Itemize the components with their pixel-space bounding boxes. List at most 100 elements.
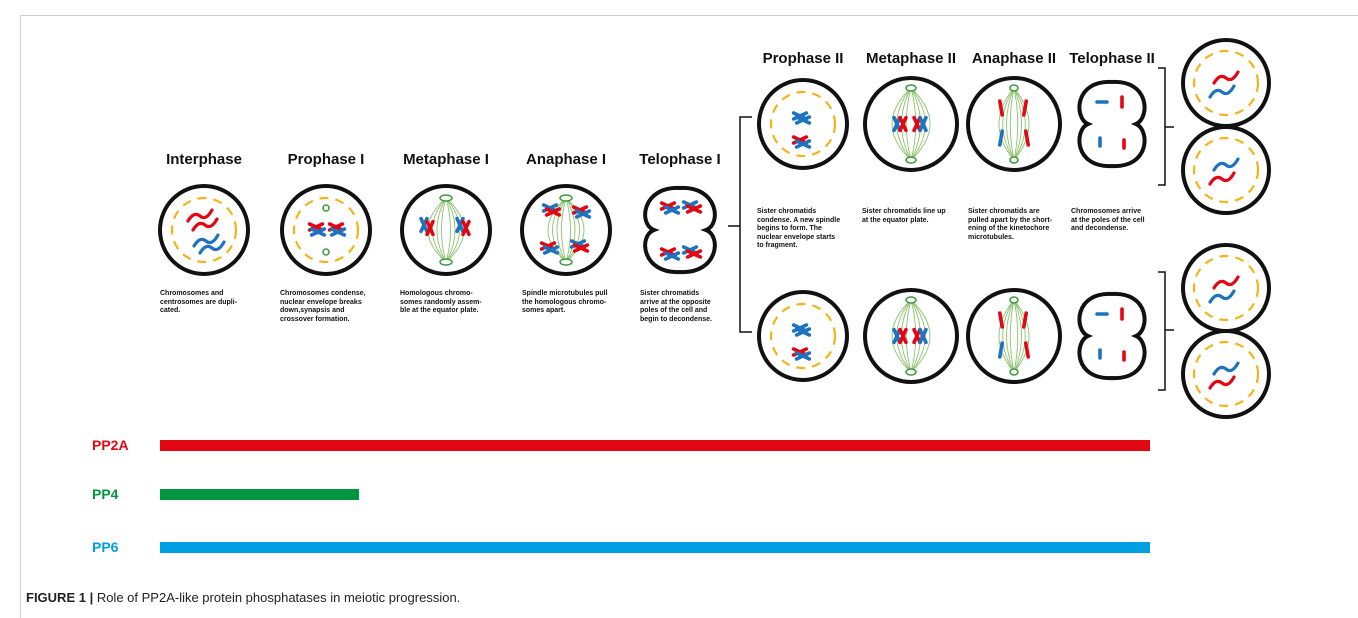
centrosome xyxy=(905,84,917,92)
red-chromosome xyxy=(1208,171,1236,186)
figure-frame xyxy=(20,15,1358,618)
spindle-fiber xyxy=(905,87,912,161)
desc-prophase-1: Chromosomes condense, nuclear envelope b… xyxy=(280,290,366,323)
cell-anaphase-2-top xyxy=(966,76,1062,172)
blue-chromosome xyxy=(1208,289,1236,304)
blue-chromosome xyxy=(892,115,902,133)
blue-chromosome xyxy=(309,227,327,237)
title-interphase: Interphase xyxy=(166,151,242,168)
cell-membrane xyxy=(863,288,959,384)
desc-telophase-2: Chromosomes arrive at the poles of the c… xyxy=(1071,208,1145,232)
red-chromosome xyxy=(659,247,677,257)
blue-chromosome xyxy=(663,205,681,215)
nuclear-envelope xyxy=(769,90,837,158)
red-chromosome xyxy=(1212,70,1240,85)
spindle-fiber xyxy=(905,299,912,373)
cell-membrane xyxy=(1181,38,1271,128)
desc-anaphase-1: Spindle microtubules pull the homologous… xyxy=(522,290,608,314)
spindle-fiber xyxy=(910,299,921,373)
red-chromosome xyxy=(1023,341,1031,359)
nuclear-envelope xyxy=(1192,49,1260,117)
spindle-fiber xyxy=(561,197,567,263)
spindle-fiber xyxy=(1006,299,1015,373)
figure-caption: FIGURE 1 | Role of PP2A-like protein pho… xyxy=(26,590,460,605)
spindle-fiber xyxy=(910,87,921,161)
spindle-fiber xyxy=(891,87,912,161)
nuclear-envelope xyxy=(292,196,360,264)
caption-text: Role of PP2A-like protein phosphatases i… xyxy=(93,590,461,605)
red-chromosome xyxy=(685,249,703,259)
spindle-fiber xyxy=(998,87,1015,161)
cell-telophase-1 xyxy=(643,185,717,275)
spindle-fiber xyxy=(998,299,1015,373)
red-chromosome xyxy=(191,217,219,232)
title-anaphase-2: Anaphase II xyxy=(971,50,1057,67)
cell-prophase-2-bottom xyxy=(757,290,849,382)
title-metaphase-1: Metaphase I xyxy=(403,151,489,168)
blue-chromosome xyxy=(574,209,592,219)
blue-chromosome xyxy=(1208,84,1236,99)
blue-chromosome xyxy=(794,115,812,125)
spindle-fiber xyxy=(1013,87,1030,161)
spindle-fiber xyxy=(910,299,931,373)
nuclear-envelope xyxy=(769,302,837,370)
spindle-fiber xyxy=(565,197,580,263)
cell-membrane xyxy=(1077,79,1147,169)
blue-chromosome xyxy=(997,341,1005,359)
spindle-fiber xyxy=(1013,87,1026,161)
centrosome xyxy=(905,368,917,376)
branch-bracket xyxy=(1158,271,1174,391)
red-chromosome xyxy=(572,243,590,253)
nuclear-envelope xyxy=(1192,340,1260,408)
centrosome xyxy=(322,204,330,212)
spindle-fiber xyxy=(1013,87,1019,161)
red-chromosome xyxy=(898,327,908,345)
cell-telophase-2-bottom xyxy=(1077,291,1147,381)
centrosome xyxy=(439,258,453,266)
blue-chromosome xyxy=(794,351,812,361)
pp2a-activity-bar xyxy=(160,440,1150,451)
spindle-fiber xyxy=(1013,299,1030,373)
spindle-fiber xyxy=(1009,87,1015,161)
cell-membrane xyxy=(280,184,372,276)
centrosome xyxy=(559,258,573,266)
centrosome xyxy=(322,248,330,256)
title-telophase-1: Telophase I xyxy=(639,151,721,168)
red-chromosome xyxy=(425,219,435,237)
blue-chromosome xyxy=(681,245,699,255)
spindle-fiber xyxy=(1013,299,1019,373)
spindle-fiber xyxy=(910,299,926,373)
blue-chromosome xyxy=(918,115,928,133)
cell-membrane xyxy=(158,184,250,276)
spindle-fiber xyxy=(910,87,931,161)
cell-membrane xyxy=(1181,243,1271,333)
centrosome xyxy=(905,156,917,164)
blue-chromosome xyxy=(192,233,220,248)
spindle-fiber xyxy=(556,197,567,263)
spindle-fiber xyxy=(436,197,447,263)
red-chromosome xyxy=(685,204,703,214)
spindle-fiber xyxy=(445,197,456,263)
pp6-label: PP6 xyxy=(92,539,119,555)
cell-membrane xyxy=(863,76,959,172)
title-anaphase-1: Anaphase I xyxy=(525,151,607,168)
centrosome xyxy=(1009,368,1019,376)
gamete-2 xyxy=(1181,125,1271,215)
nuclear-envelope xyxy=(1192,254,1260,322)
spindle-fiber xyxy=(891,299,912,373)
centrosome xyxy=(439,194,453,202)
red-chromosome xyxy=(186,208,214,223)
cell-membrane xyxy=(1181,329,1271,419)
blue-chromosome xyxy=(1212,157,1240,172)
red-chromosome xyxy=(1021,311,1029,329)
nuclear-envelope xyxy=(1192,136,1260,204)
desc-prophase-2: Sister chromatids condense. A new spindl… xyxy=(757,208,841,249)
desc-telophase-1: Sister chromatids arrive at the opposite… xyxy=(640,290,712,323)
blue-chromosome xyxy=(997,129,1005,147)
pp2a-label: PP2A xyxy=(92,437,129,453)
gamete-1 xyxy=(1181,38,1271,128)
title-metaphase-2: Metaphase II xyxy=(865,50,957,67)
cell-metaphase-1 xyxy=(400,184,492,276)
blue-chromosome xyxy=(419,216,429,234)
